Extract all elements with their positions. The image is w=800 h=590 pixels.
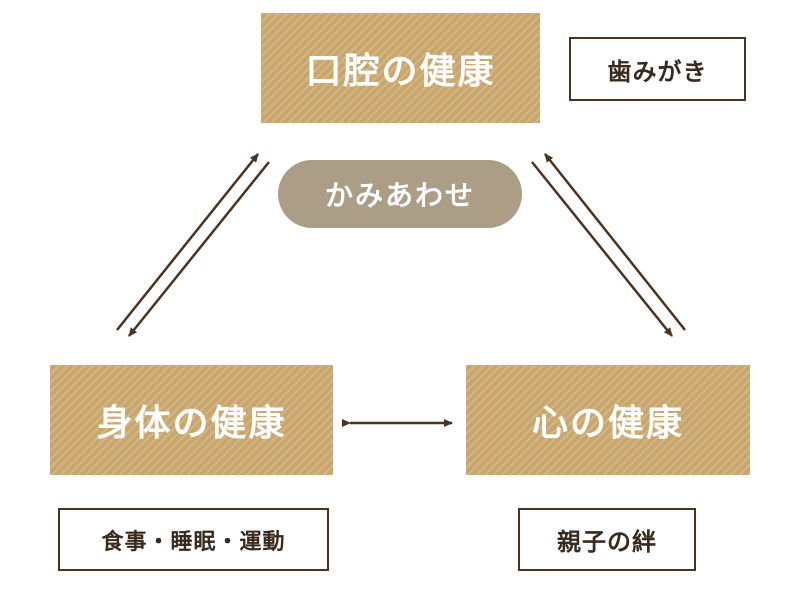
node-physical-health-label: 身体の健康 [96,403,287,444]
node-mental-health: 心の健康 [466,365,750,475]
center-pill-label: かみあわせ [324,179,475,212]
arrow-mind-to-oral [544,153,686,331]
node-mental-health-label: 心の健康 [531,403,684,444]
node-physical-health: 身体の健康 [50,365,333,475]
node-oral-health-label: 口腔の健康 [305,51,496,92]
tag-tooth-brushing: 歯みがき [569,37,746,101]
tag-parent-child-bond: 親子の絆 [518,508,696,571]
tag-parent-child-bond-label: 親子の絆 [557,528,657,556]
arrow-oral-to-body [128,161,270,337]
tag-lifestyle: 食事・睡眠・運動 [58,508,329,571]
arrow-oral-to-mind [531,161,673,337]
node-oral-health: 口腔の健康 [261,13,540,123]
tag-tooth-brushing-label: 歯みがき [607,57,708,86]
center-pill-bite: かみあわせ [278,160,522,228]
tag-lifestyle-label: 食事・睡眠・運動 [101,529,286,555]
arrow-body-to-oral [116,153,259,331]
